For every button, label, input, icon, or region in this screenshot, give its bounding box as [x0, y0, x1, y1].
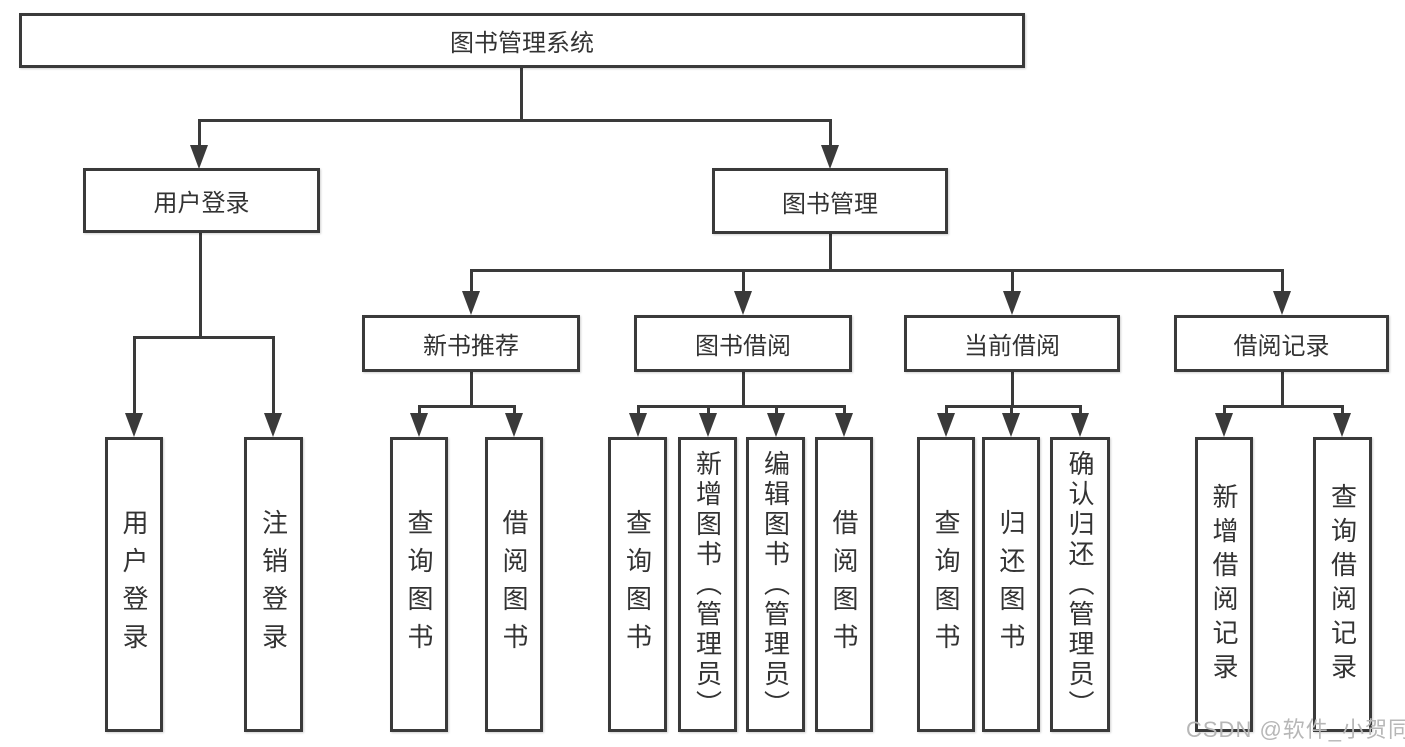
arrowhead-icon [264, 413, 282, 437]
csdn-watermark: CSDN @软件_小贺同学 [1186, 717, 1405, 742]
node-user-login: 用户登录 [83, 168, 320, 233]
connector-leaf-drop [775, 405, 778, 415]
connector-book-borrow-stem [742, 372, 745, 405]
arrowhead-icon [835, 413, 853, 437]
connector-leaf-login-drop [133, 336, 136, 415]
connector-borrow-records-stem [1281, 372, 1284, 405]
connector-level3-rail [470, 269, 1284, 272]
leaf-borrowing-edit-books-admin: 编辑图书（管理员） [746, 437, 805, 732]
connector-new-books-rail [419, 405, 516, 408]
arrowhead-icon [1333, 413, 1351, 437]
leaf-logout-login: 注销登录 [244, 437, 303, 732]
connector-current-borrow-stem [1011, 372, 1014, 405]
arrowhead-icon [1003, 291, 1021, 315]
leaf-current-confirm-return-admin: 确认归还（管理员） [1050, 437, 1110, 732]
arrowhead-icon [821, 145, 839, 169]
connector-leaf-drop [637, 405, 640, 415]
connector-leaf-drop [945, 405, 948, 415]
connector-user-login-stem [199, 233, 202, 336]
connector-leaf-drop [418, 405, 421, 415]
connector-leaf-drop [843, 405, 846, 415]
leaf-user-login: 用户登录 [105, 437, 163, 732]
connector-user-login-drop [198, 119, 201, 149]
leaf-current-return-books: 归还图书 [982, 437, 1040, 732]
leaf-newbooks-query-books: 查询图书 [390, 437, 448, 732]
arrowhead-icon [1273, 291, 1291, 315]
connector-root-stem [520, 68, 523, 119]
node-borrowing-records: 借阅记录 [1174, 315, 1389, 372]
leaf-borrowing-borrow-books: 借阅图书 [815, 437, 873, 732]
arrowhead-icon [699, 413, 717, 437]
connector-leaf-drop [1223, 405, 1226, 415]
arrowhead-icon [190, 145, 208, 169]
arrowhead-icon [462, 291, 480, 315]
connector-book-borrow-rail [637, 405, 845, 408]
arrowhead-icon [1215, 413, 1233, 437]
connector-leaf-drop [707, 405, 710, 415]
connector-leaf-drop [1079, 405, 1082, 415]
arrowhead-icon [937, 413, 955, 437]
arrowhead-icon [410, 413, 428, 437]
connector-borrow-records-drop [1281, 269, 1284, 293]
node-new-book-recommend: 新书推荐 [362, 315, 580, 372]
leaf-records-query-record: 查询借阅记录 [1313, 437, 1372, 732]
leaf-records-add-record: 新增借阅记录 [1195, 437, 1253, 732]
arrowhead-icon [505, 413, 523, 437]
leaf-current-query-books: 查询图书 [917, 437, 975, 732]
arrowhead-icon [734, 291, 752, 315]
connector-current-borrow-rail [946, 405, 1081, 408]
connector-book-mgmt-stem [829, 234, 832, 269]
leaf-borrowing-add-books-admin: 新增图书（管理员） [678, 437, 737, 732]
connector-book-borrow-drop [742, 269, 745, 293]
connector-borrow-records-rail [1224, 405, 1343, 408]
connector-new-books-drop [470, 269, 473, 293]
connector-current-borrow-drop [1011, 269, 1014, 293]
arrowhead-icon [1002, 413, 1020, 437]
node-book-borrowing: 图书借阅 [634, 315, 852, 372]
connector-level2-rail [199, 119, 832, 122]
connector-book-mgmt-drop [829, 119, 832, 149]
arrowhead-icon [1071, 413, 1089, 437]
arrowhead-icon [629, 413, 647, 437]
arrowhead-icon [767, 413, 785, 437]
connector-user-login-rail [133, 336, 275, 339]
connector-leaf-logout-drop [272, 336, 275, 415]
arrowhead-icon [125, 413, 143, 437]
node-book-management: 图书管理 [712, 168, 948, 234]
node-current-borrowing: 当前借阅 [904, 315, 1120, 372]
connector-leaf-drop [1341, 405, 1344, 415]
leaf-newbooks-borrow-books: 借阅图书 [485, 437, 543, 732]
connector-new-books-stem [470, 372, 473, 405]
connector-leaf-drop [1010, 405, 1013, 415]
leaf-borrowing-query-books: 查询图书 [608, 437, 667, 732]
node-root: 图书管理系统 [19, 13, 1025, 68]
connector-leaf-drop [513, 405, 516, 415]
